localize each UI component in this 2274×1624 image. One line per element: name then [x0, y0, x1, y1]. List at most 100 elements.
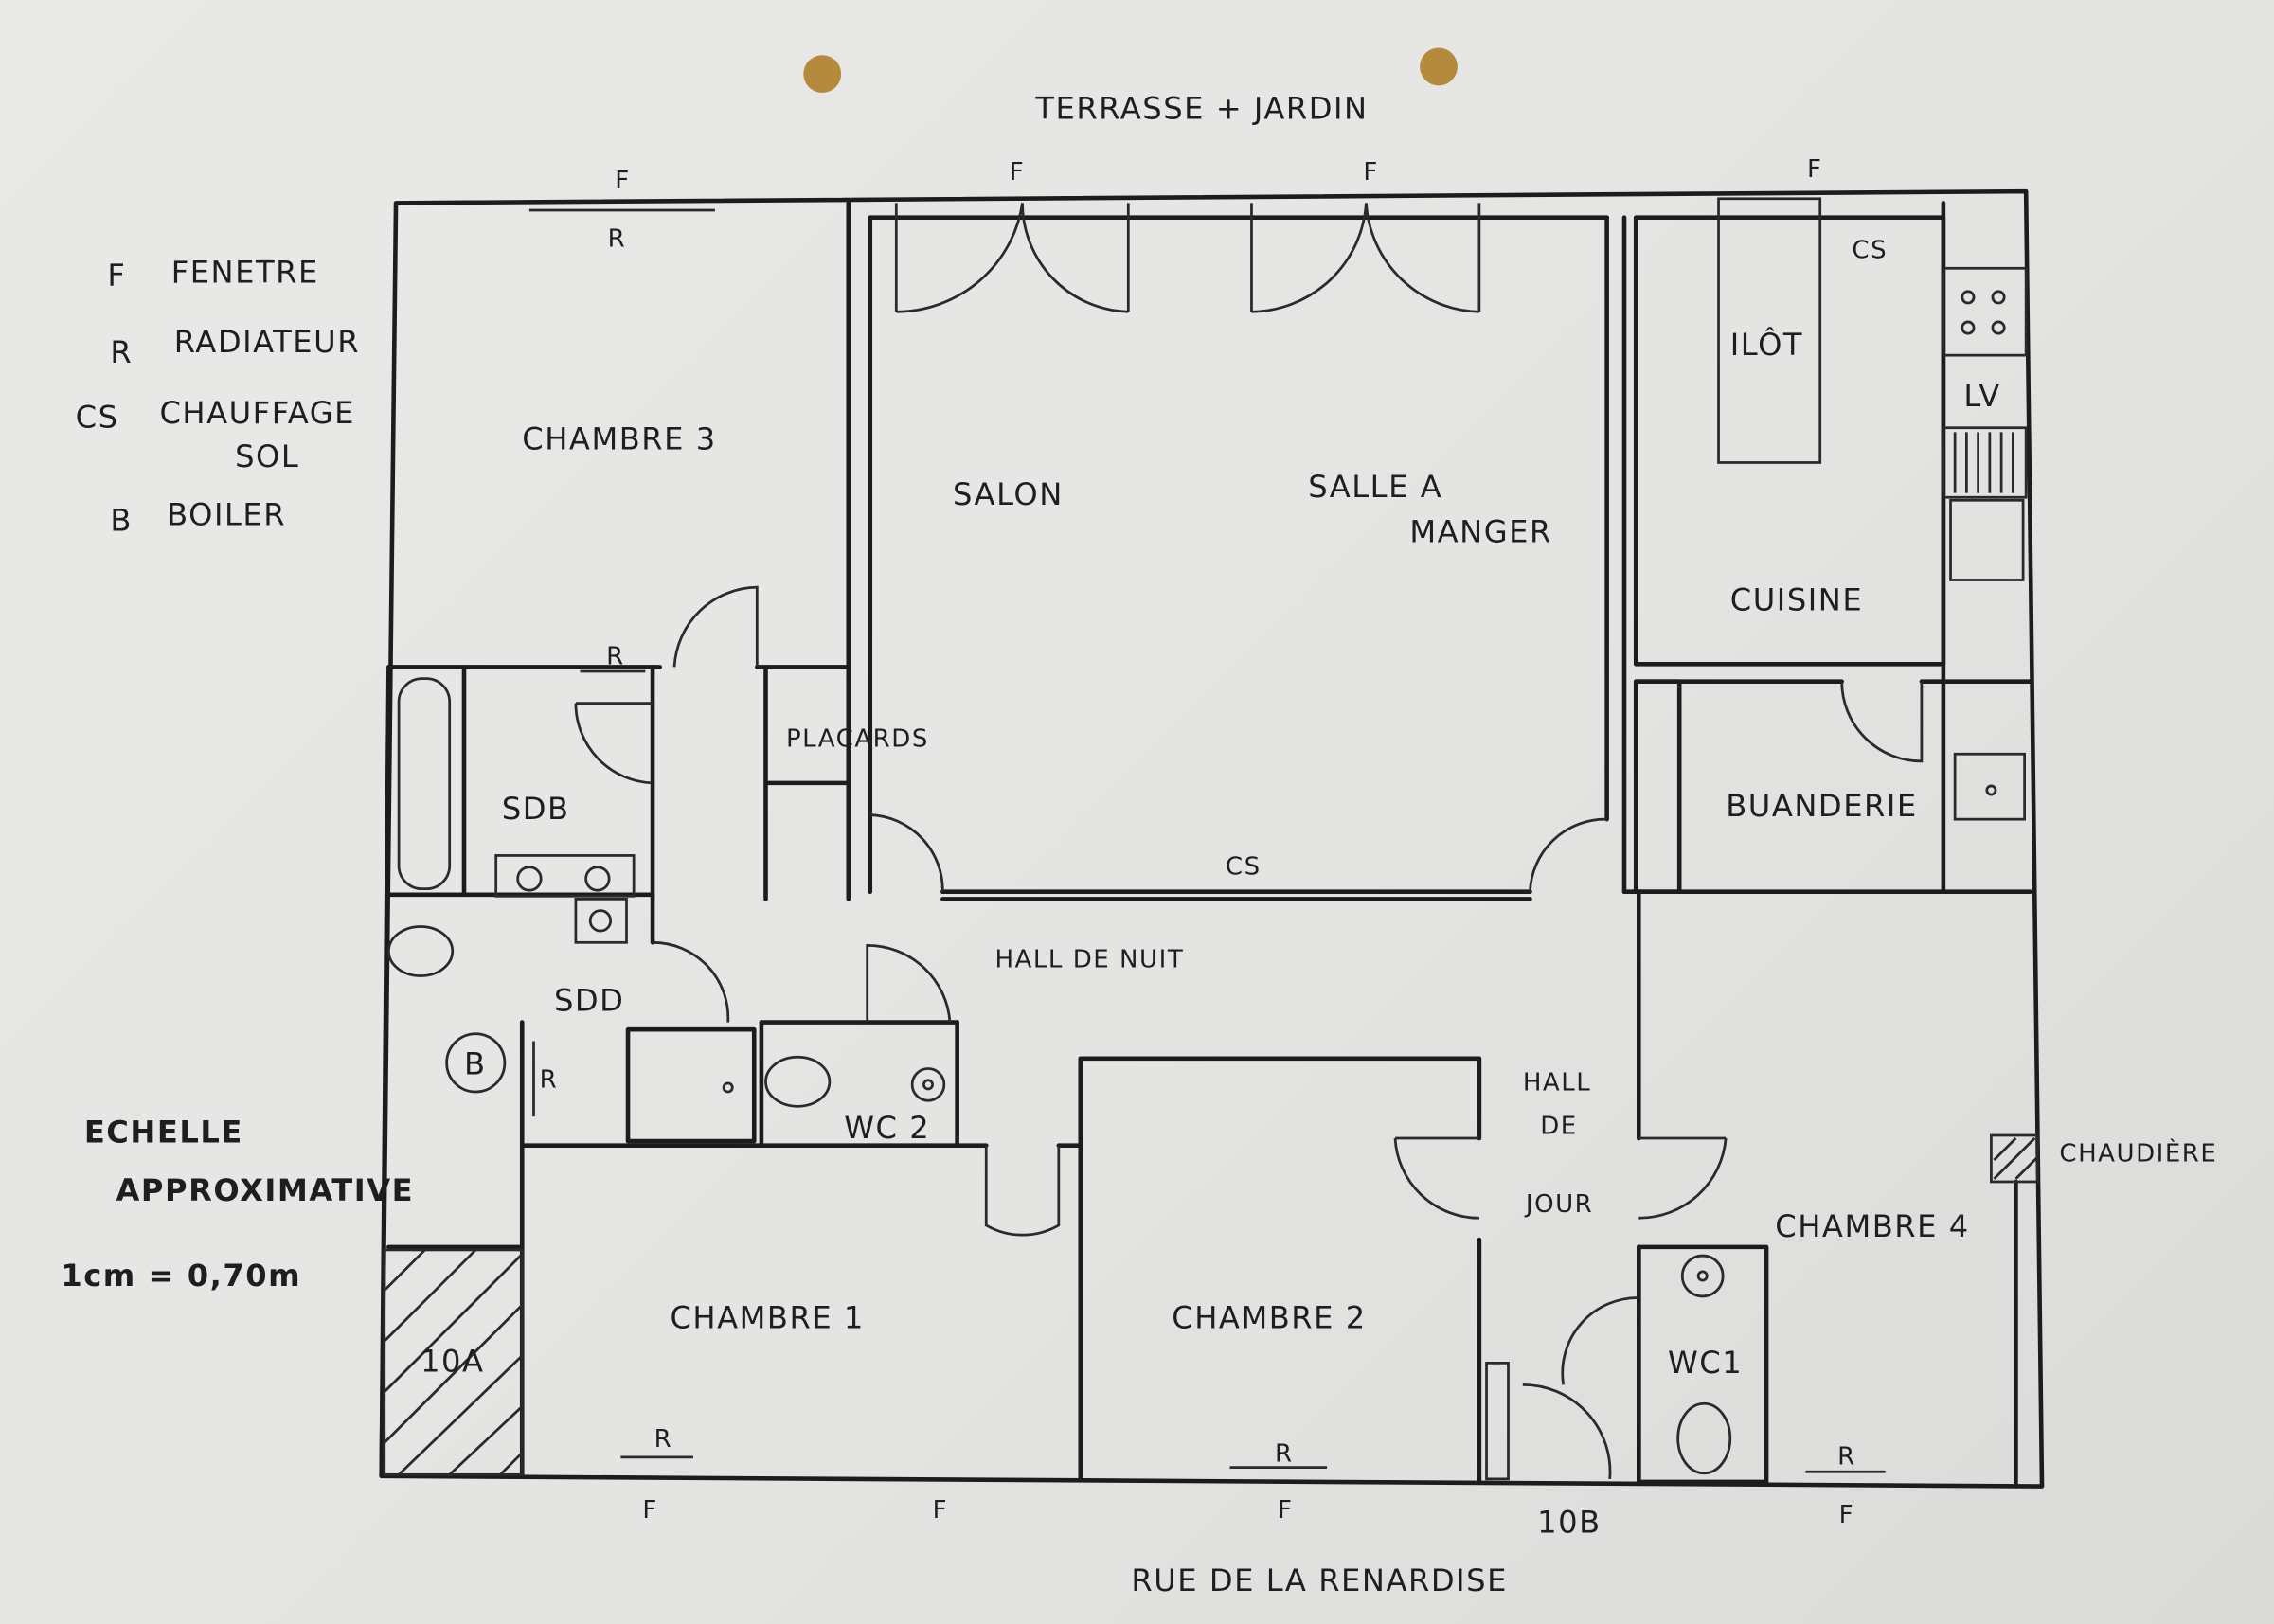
plan-stroke [383, 1248, 524, 1476]
marks-cs-label: CS [1852, 237, 1888, 265]
plan-stroke [1840, 681, 1924, 763]
room-labels: CHAMBRE 3 SALON SALLE A MANGER CUISINE I… [421, 326, 2216, 1541]
plan-stroke [910, 1067, 946, 1102]
plan-stroke [869, 813, 944, 892]
plan-stroke [1021, 203, 1130, 313]
plan-stroke [1633, 679, 1682, 895]
marks-r-label: R [606, 642, 625, 670]
scale-line1-label: ECHELLE [84, 1115, 243, 1151]
marks-cs-label: CS [1226, 852, 1262, 881]
interior-walls [386, 201, 2033, 1489]
marks-f-label: F [1278, 1496, 1294, 1525]
plan-stroke [625, 1026, 757, 1144]
plan-stroke [516, 866, 543, 892]
marks-f-label: F [933, 1496, 949, 1525]
plan-stroke [1393, 1136, 1479, 1220]
plan-stroke [1696, 1270, 1709, 1282]
plan-stroke [1961, 320, 1976, 335]
scale-line2-label: APPROXIMATIVE [116, 1172, 415, 1208]
scale-note: ECHELLE APPROXIMATIVE 1cm = 0,70m [61, 1115, 415, 1294]
rooms-chambre1-label: CHAMBRE 1 [670, 1300, 864, 1336]
scale-ratio-label: 1cm = 0,70m [61, 1258, 301, 1294]
legend-items-0-meaning-label: FENETRE [171, 255, 319, 291]
plan-stroke [1680, 1254, 1725, 1298]
top-label: TERRASSE + JARDIN [1034, 91, 1368, 127]
rooms-sdd-label: SDD [554, 982, 625, 1018]
plan-stroke [722, 1081, 734, 1094]
double-sink [494, 854, 636, 898]
plan-stroke [894, 203, 1024, 313]
rooms-boiler-label: B [464, 1046, 487, 1082]
toilet [1676, 1401, 1732, 1475]
rooms-hall-de-jour-2-label: DE [1540, 1112, 1578, 1140]
marks-r-label: R [1837, 1443, 1856, 1472]
rooms-wc2-label: WC 2 [844, 1110, 930, 1146]
kitchen-island [1717, 197, 1822, 464]
plan-stroke [1993, 1137, 2039, 1180]
rooms-cuisine-label: CUISINE [1730, 582, 1863, 618]
boiler-circle [445, 1032, 507, 1094]
outer-walls [379, 188, 2045, 1489]
plan-stroke [379, 665, 391, 1479]
rooms-buanderie-label: BUANDERIE [1726, 788, 1918, 824]
plan-stroke [1961, 290, 1976, 305]
hatched-area-10a [383, 1137, 2039, 1476]
marks-f-label: F [642, 1496, 658, 1525]
marks-r-label: R [1275, 1440, 1294, 1469]
plan-stroke [922, 1079, 934, 1091]
legend-items-4-meaning-label: BOILER [167, 496, 286, 532]
legend-items-2-symbol-label: CS [76, 400, 119, 436]
cooktop [1942, 266, 2028, 357]
rooms-wc1-label: WC1 [1668, 1345, 1743, 1381]
plan-stroke [1485, 1361, 1510, 1481]
legend-items-1-symbol-label: R [110, 334, 133, 370]
rooms-salle-a-manger-2-label: MANGER [1409, 514, 1552, 550]
rooms-hall-de-nuit-label: HALL DE NUIT [994, 945, 1184, 973]
plan-stroke [588, 909, 613, 933]
fixtures [386, 197, 2039, 1475]
plan-stroke [1522, 1383, 1612, 1479]
legend-items-2-meaning-label: CHAUFFAGE [159, 395, 355, 431]
toilet [764, 1055, 832, 1108]
plan-stroke [383, 1248, 524, 1476]
plan-stroke [653, 940, 730, 1023]
plan-stroke [1985, 784, 1997, 796]
plan-stroke [1561, 1296, 1639, 1385]
marks-f-label: F [615, 167, 631, 195]
plan-stroke [379, 188, 2045, 1489]
marks-f-label: F [1010, 158, 1026, 187]
rooms-ilot-label: ILÔT [1730, 326, 1803, 363]
doors [574, 203, 1924, 1481]
toilet [386, 925, 455, 977]
plan-stroke [1953, 432, 2014, 493]
plan-stroke [1250, 203, 1368, 313]
rooms-area-10a-label: 10A [421, 1344, 484, 1380]
plan-stroke [584, 866, 611, 892]
bottom-label: RUE DE LA RENARDISE [1131, 1562, 1508, 1598]
plan-stroke [574, 702, 654, 785]
marks-f-label: F [1363, 158, 1379, 187]
marks-r-label: R [608, 224, 627, 253]
rooms-lv-label: LV [1963, 378, 2000, 414]
bathtub [397, 677, 452, 891]
plan-stroke [1529, 817, 1607, 892]
rooms-area-10b-label: 10B [1537, 1505, 1602, 1541]
rooms-sdb-label: SDB [502, 791, 570, 827]
drainboard [1942, 426, 2028, 499]
legend-items-4-symbol-label: B [110, 502, 133, 538]
plan-stroke [1365, 203, 1481, 313]
legend-items-1-meaning-label: RADIATEUR [174, 324, 360, 360]
rooms-salon-label: SALON [953, 476, 1064, 512]
sdd-sink [574, 897, 628, 944]
plan-stroke [866, 943, 952, 1023]
marks-r-label: R [540, 1065, 559, 1094]
marks-r-label: R [654, 1425, 673, 1454]
rooms-salle-a-manger-1-label: SALLE A [1308, 469, 1442, 505]
plan-stroke [1637, 1244, 1769, 1485]
legend-items-0-symbol-label: F [107, 258, 126, 294]
legend: F FENETRE R RADIATEUR CS CHAUFFAGE SOL B… [76, 255, 360, 539]
punch-hole [803, 55, 842, 93]
plan-stroke [984, 1145, 1061, 1237]
